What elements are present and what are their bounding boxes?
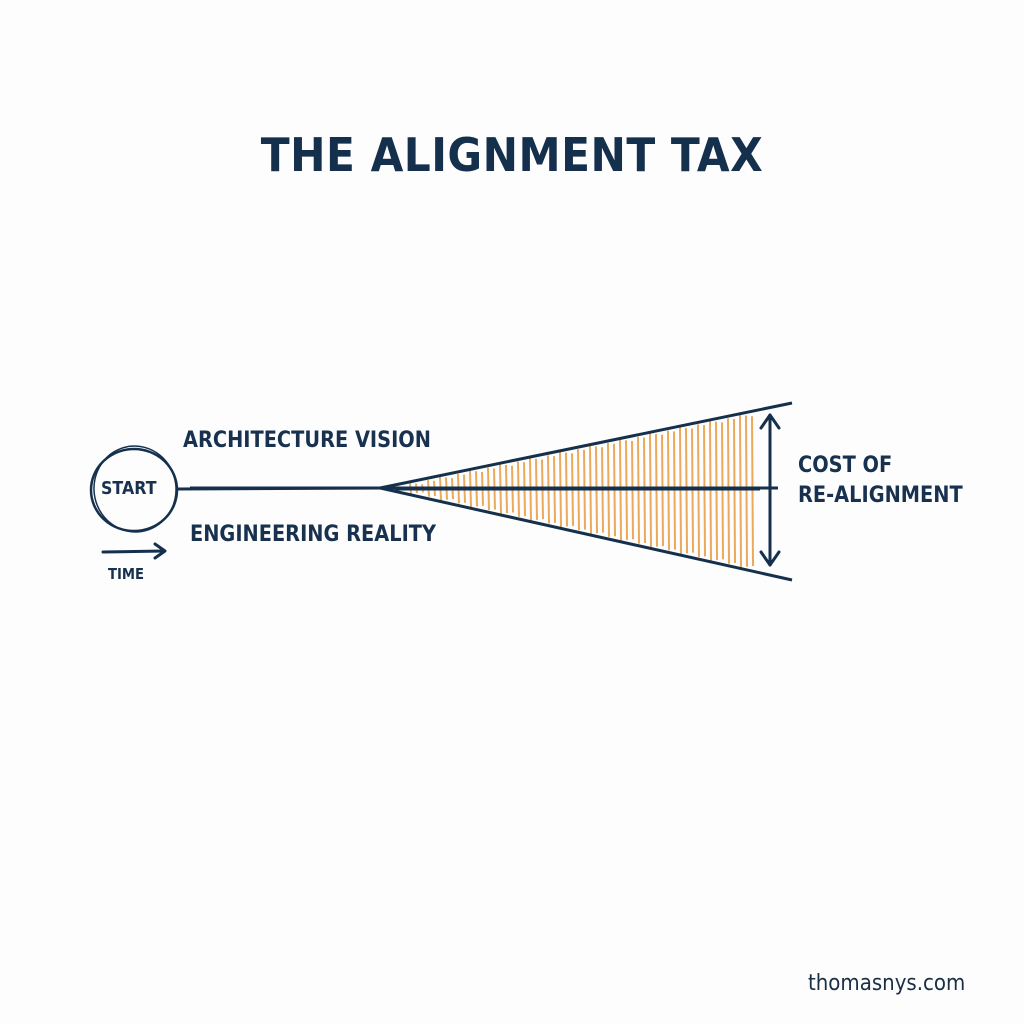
- cost-label-line1: COST OF: [798, 453, 893, 478]
- cost-hatch-fill: [391, 414, 754, 568]
- engineering-reality-label: ENGINEERING REALITY: [190, 522, 437, 547]
- time-label: TIME: [108, 565, 145, 583]
- double-arrow-icon: [759, 413, 781, 567]
- reality-line: [379, 486, 793, 582]
- timeline: [177, 486, 383, 491]
- footer-site-link[interactable]: thomasnys.com: [808, 971, 966, 996]
- time-arrow-icon: [101, 542, 167, 560]
- circle-start-icon: [89, 445, 179, 533]
- cost-label-line2: RE-ALIGNMENT: [798, 483, 963, 508]
- start-label: START: [101, 478, 157, 499]
- diagram-title: THE ALIGNMENT TAX: [260, 128, 764, 182]
- cost-of-realignment-label: COST OF RE-ALIGNMENT: [798, 451, 963, 511]
- architecture-vision-label: ARCHITECTURE VISION: [183, 428, 431, 453]
- vision-line: [379, 401, 793, 490]
